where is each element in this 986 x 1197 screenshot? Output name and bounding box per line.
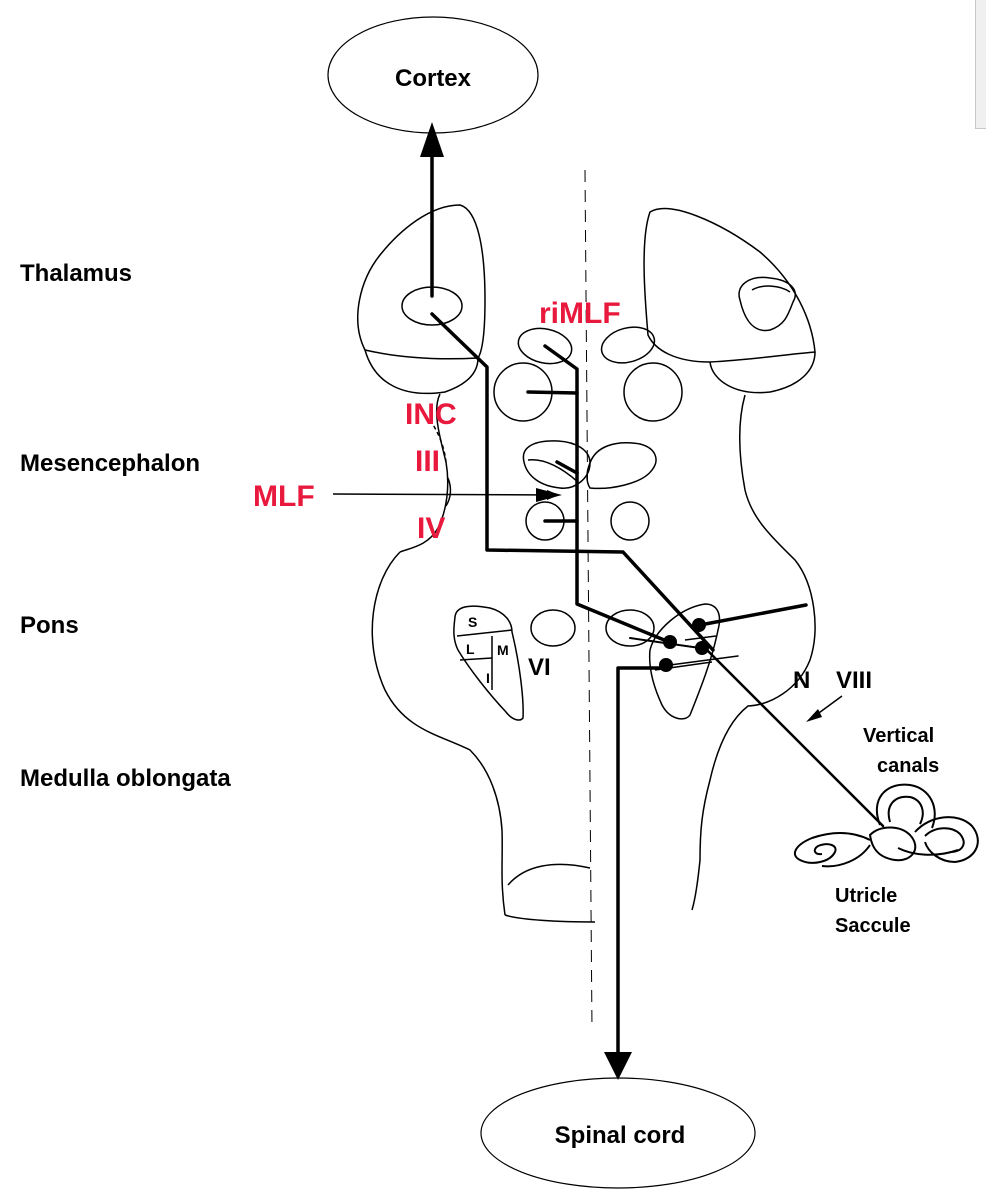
label-vest-m: M xyxy=(497,642,509,658)
label-inc: INC xyxy=(405,398,457,431)
label-saccule: Saccule xyxy=(835,915,911,937)
nuclei-shapes xyxy=(402,287,719,720)
arrow-to-cortex xyxy=(420,122,444,157)
label-vertical: Vertical xyxy=(863,725,934,747)
label-rimlf: riMLF xyxy=(539,297,621,330)
label-iv: IV xyxy=(417,512,445,545)
arrow-to-spinal-cord xyxy=(604,1052,632,1080)
label-nerve-viii: VIII xyxy=(836,667,872,694)
region-mesencephalon: Mesencephalon xyxy=(20,450,200,477)
label-mlf: MLF xyxy=(253,480,315,513)
label-nerve-n: N xyxy=(793,667,810,694)
label-canals: canals xyxy=(877,755,939,777)
region-thalamus: Thalamus xyxy=(20,260,132,287)
mlf-pointer xyxy=(333,494,558,495)
label-vi: VI xyxy=(528,654,551,681)
region-pons: Pons xyxy=(20,612,79,639)
label-utricle: Utricle xyxy=(835,885,897,907)
label-vest-i: I xyxy=(486,670,490,686)
label-vest-s: S xyxy=(468,614,477,630)
scrollbar-thumb[interactable] xyxy=(975,0,986,129)
region-medulla: Medulla oblongata xyxy=(20,765,231,792)
cortex-label: Cortex xyxy=(395,65,472,92)
pathways xyxy=(432,155,883,1055)
label-vest-l: L xyxy=(466,641,475,657)
spinal-cord-label: Spinal cord xyxy=(555,1122,686,1149)
inner-ear xyxy=(795,785,978,867)
label-iii: III xyxy=(415,445,440,478)
